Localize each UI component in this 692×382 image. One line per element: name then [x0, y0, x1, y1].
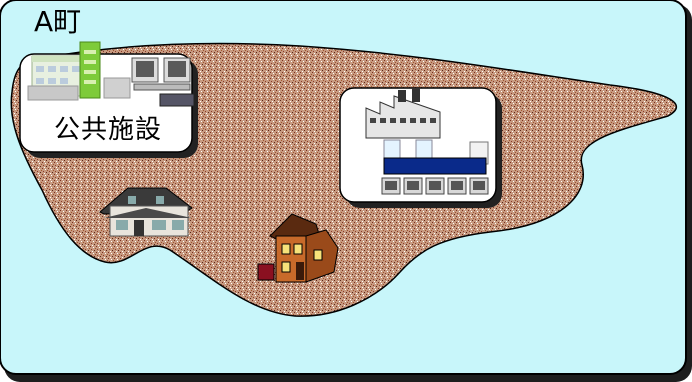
data-center-card [340, 88, 502, 208]
town-name-label: A町 [34, 4, 81, 40]
public-facility-label: 公共施設 [22, 112, 194, 148]
